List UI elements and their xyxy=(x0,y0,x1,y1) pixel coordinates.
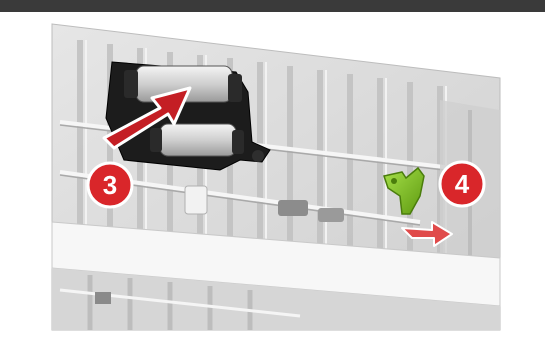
top-bar xyxy=(0,0,545,12)
step-callout-3: 3 xyxy=(88,163,132,207)
step-number-3: 3 xyxy=(103,170,117,200)
printer-illustration: 3 4 xyxy=(0,12,545,348)
step-number-4: 4 xyxy=(455,169,470,199)
step-callout-4: 4 xyxy=(440,162,484,206)
